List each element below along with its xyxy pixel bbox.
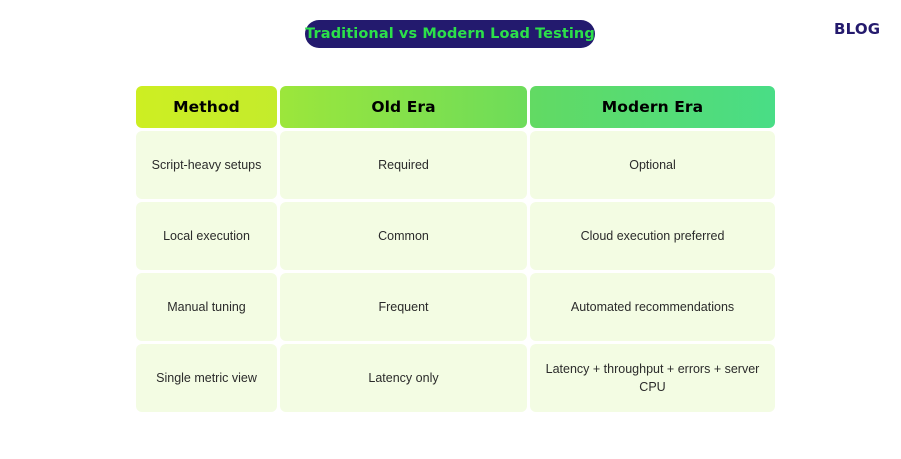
table-header-modern-era-label: Modern Era [601, 98, 704, 116]
table-cell-method: Local execution [136, 202, 277, 270]
comparison-table: Method Old Era Modern Era Script-heavy s… [136, 86, 775, 415]
table-cell-modern-era-text: Automated recommendations [570, 299, 735, 314]
table-cell-modern-era: Optional [530, 131, 775, 199]
table-cell-method-text: Local execution [163, 228, 250, 243]
table-header-modern-era: Modern Era [530, 86, 775, 128]
table-cell-modern-era-text: Latency + throughput + errors + server C… [545, 361, 760, 394]
table-cell-modern-era: Cloud execution preferred [530, 202, 775, 270]
table-cell-method: Manual tuning [136, 273, 277, 341]
table-cell-method: Single metric view [136, 344, 277, 412]
table-header-old-era: Old Era [280, 86, 527, 128]
table-header-method-label: Method [173, 98, 240, 116]
table-cell-old-era: Latency only [280, 344, 527, 412]
table-cell-method-text: Manual tuning [167, 299, 246, 314]
table-cell-method-text: Script-heavy setups [151, 157, 262, 172]
table-row: Script-heavy setups Required Optional [136, 131, 775, 199]
table-cell-old-era: Required [280, 131, 527, 199]
brand-wordmark: BLOG [834, 20, 881, 38]
table-header-method: Method [136, 86, 277, 128]
table-cell-old-era-text: Latency only [368, 370, 439, 385]
page-title-pill: Traditional vs Modern Load Testing [305, 20, 595, 48]
table-cell-modern-era-text: Cloud execution preferred [580, 228, 725, 243]
table-cell-modern-era: Automated recommendations [530, 273, 775, 341]
table-header-row: Method Old Era Modern Era [136, 86, 775, 128]
table-cell-method: Script-heavy setups [136, 131, 277, 199]
table-header-old-era-label: Old Era [371, 98, 436, 116]
table-cell-method-text: Single metric view [156, 370, 257, 385]
table-cell-old-era: Frequent [280, 273, 527, 341]
table-cell-old-era: Common [280, 202, 527, 270]
table-row: Single metric view Latency only Latency … [136, 344, 775, 412]
table-cell-old-era-text: Required [378, 157, 429, 172]
table-cell-modern-era-text: Optional [629, 157, 676, 172]
table-cell-old-era-text: Frequent [378, 299, 429, 314]
table-cell-old-era-text: Common [378, 228, 429, 243]
table-row: Local execution Common Cloud execution p… [136, 202, 775, 270]
table-cell-modern-era: Latency + throughput + errors + server C… [530, 344, 775, 412]
page-title: Traditional vs Modern Load Testing [305, 26, 595, 42]
table-row: Manual tuning Frequent Automated recomme… [136, 273, 775, 341]
